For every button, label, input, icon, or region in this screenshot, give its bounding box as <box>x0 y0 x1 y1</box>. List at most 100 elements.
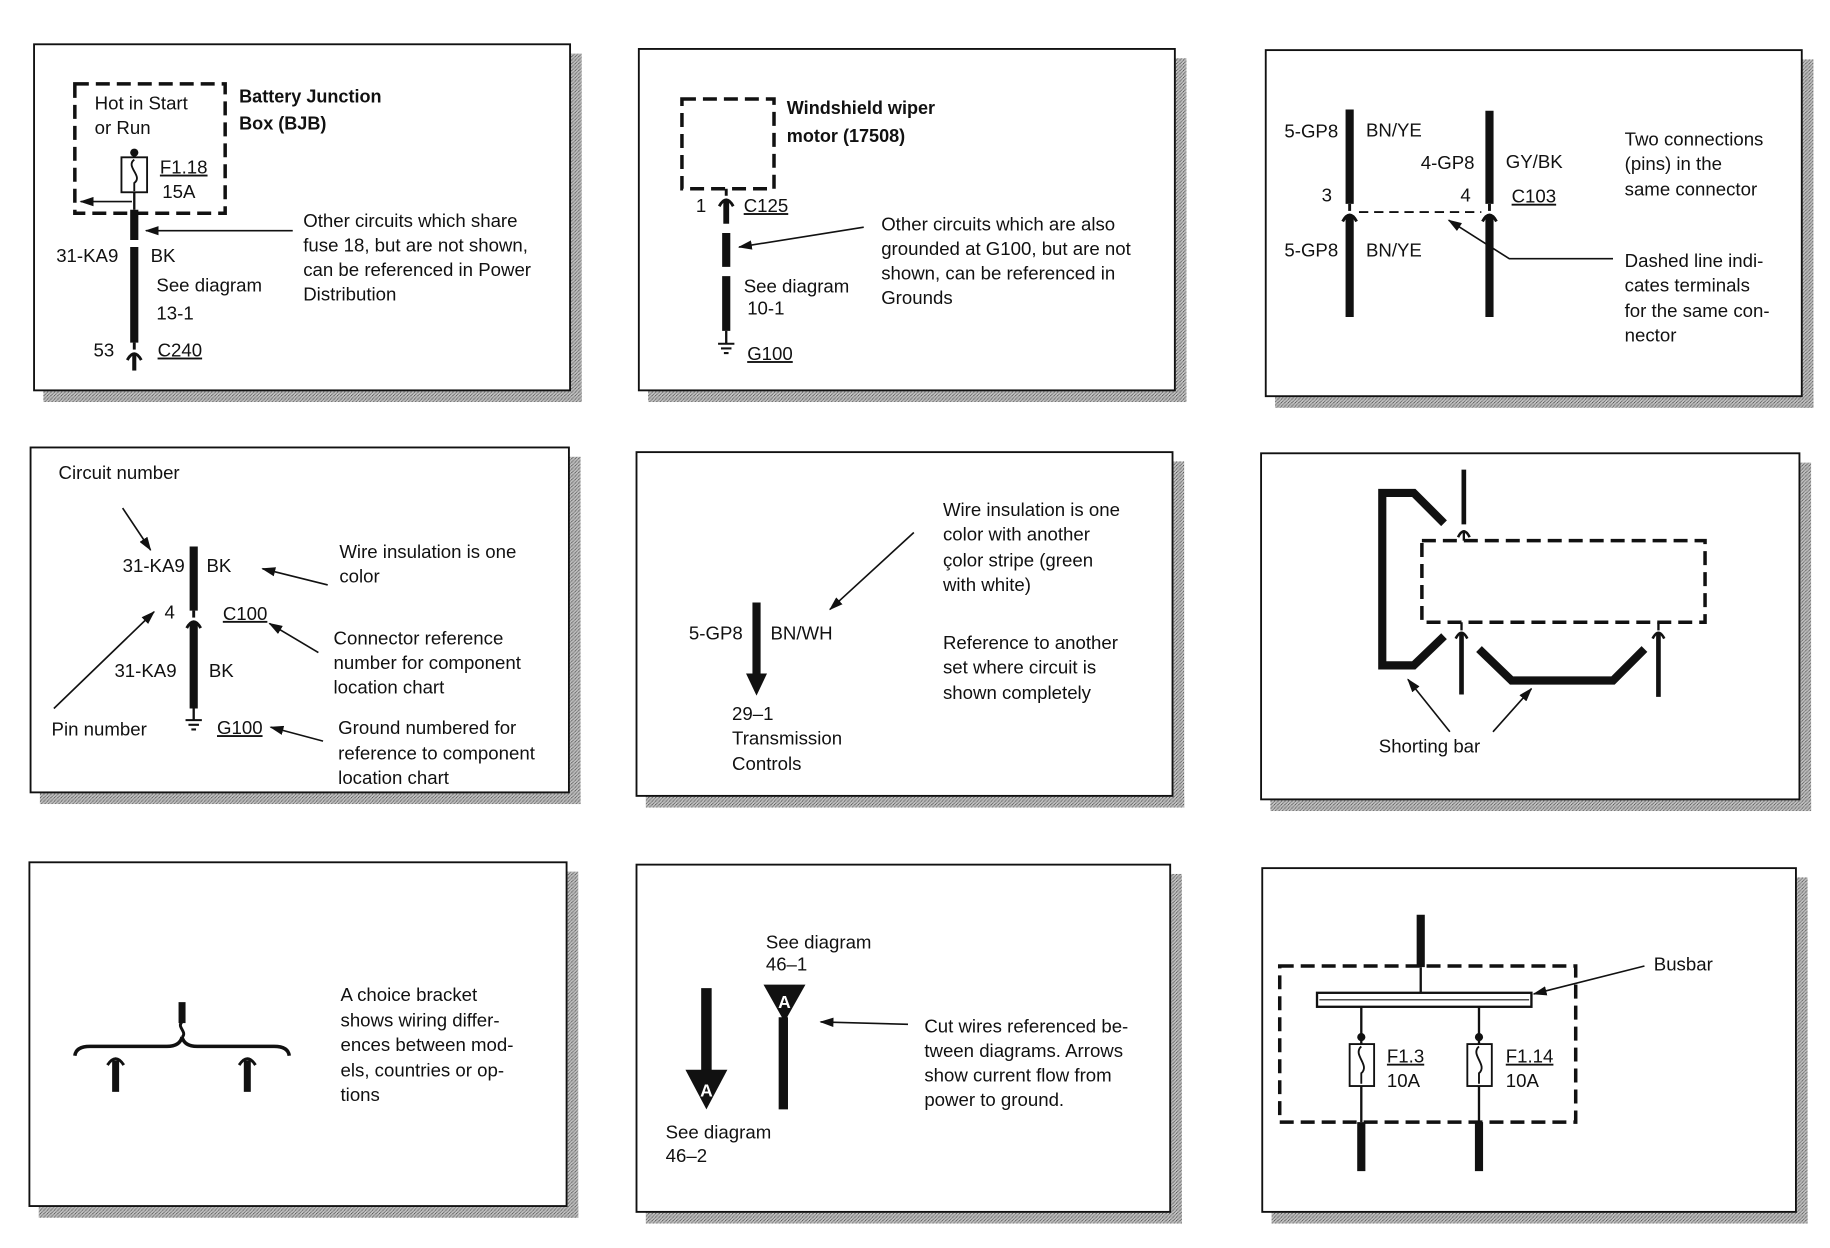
two-connections-note-line-2: (pins) in the <box>1625 153 1722 174</box>
stripe-note-line-1: Wire insulation is one <box>943 499 1120 520</box>
dashed-line-note-line-1: Dashed line indi- <box>1625 250 1764 271</box>
insulation-note-line-2: color <box>339 566 379 587</box>
lower-circuit-number: 31-KA9 <box>114 660 176 681</box>
motor-note-line-1: Other circuits which are also <box>881 214 1115 235</box>
panel-busbar: F1.3 10A F1.14 10A Busbar <box>1261 867 1808 1224</box>
upper-left-circuit: 5-GP8 <box>1284 121 1338 142</box>
motor-note-line-4: Grounds <box>881 287 952 308</box>
panel-frame <box>1261 867 1797 1213</box>
panel-shadow-right <box>568 456 581 805</box>
fuse-icon <box>120 148 149 210</box>
panel-shadow-right <box>1172 461 1185 808</box>
cut-marker-left: A <box>700 1081 713 1101</box>
bjb-note-line-3: can be referenced in Power <box>303 259 531 280</box>
lower-wire-color: BK <box>209 660 234 681</box>
stripe-reference-line-1: 29–1 <box>732 703 773 724</box>
motor-title-line-1: Windshield wiper <box>787 98 935 118</box>
stripe-reference-line-3: Controls <box>732 753 801 774</box>
stripe-note-line-2: color with another <box>943 524 1090 545</box>
motor-title-line-2: motor (17508) <box>787 126 905 146</box>
shorting-bar-arrow-right <box>1492 687 1533 733</box>
bjb-title-line-1: Battery Junction <box>239 87 381 107</box>
panel-shadow-right <box>1801 59 1814 408</box>
right-wire <box>1481 110 1498 317</box>
panel-shadow-bottom <box>43 390 582 403</box>
choice-note-line-4: els, countries or op- <box>341 1060 505 1081</box>
choice-note-line-2: shows wiring differ- <box>341 1010 500 1031</box>
bjb-reference-line-1: See diagram <box>156 274 262 295</box>
two-connections-note-line-1: Two connections <box>1625 129 1764 150</box>
motor-note-arrow <box>737 226 864 250</box>
fuse-node-dot <box>1357 1033 1366 1042</box>
connector-cup-icon <box>717 198 735 207</box>
panel-shadow-right <box>1170 873 1182 1224</box>
bracket-hook-left <box>106 1057 126 1066</box>
connector-note-line-2: number for component <box>334 652 522 673</box>
upper-right-color: GY/BK <box>1506 151 1564 172</box>
stripe-note-line-4: with white) <box>942 574 1031 595</box>
choice-note-line-3: ences between mod- <box>341 1034 514 1055</box>
bjb-note-line-4: Distribution <box>303 284 396 305</box>
connector-cup-icon <box>1481 213 1498 223</box>
bjb-fuse-rating: 15A <box>162 181 196 202</box>
component-dashed-box <box>1420 538 1707 625</box>
shorting-bar-left-bracket <box>1378 488 1447 670</box>
motor-wire <box>717 188 735 355</box>
stripe-note-line-3: çolor stripe (green <box>943 549 1093 570</box>
bjb-connector: C240 <box>158 340 203 361</box>
motor-note-line-2: grounded at G100, but are not <box>881 238 1131 259</box>
upper-circuit-number: 31-KA9 <box>123 555 185 576</box>
fuse-right-id: F1.14 <box>1506 1046 1554 1067</box>
shorting-bar-label: Shorting bar <box>1379 736 1480 757</box>
pin-number-value: 4 <box>165 602 175 623</box>
right-reference-line-1: See diagram <box>766 932 872 953</box>
panel-frame <box>1264 49 1803 398</box>
circuit-number-label: Circuit number <box>59 462 180 483</box>
cut-arrow-triangle-icon <box>763 984 806 1022</box>
busbar-arrow <box>1532 965 1645 996</box>
bjb-pin-number: 53 <box>93 340 114 361</box>
ground-note-arrow <box>269 725 324 742</box>
panel-shadow-bottom <box>1271 1211 1808 1224</box>
continuation-arrow-icon <box>746 602 768 696</box>
panel-battery-junction-box: Hot in Start or Run Battery Junction Box… <box>33 43 582 403</box>
shorting-bar-arrow-left <box>1407 678 1451 733</box>
busbar-label: Busbar <box>1654 954 1713 975</box>
cut-wire-outgoing: A <box>685 988 728 1110</box>
cut-wires-note-line-2: tween diagrams. Arrows <box>924 1040 1123 1061</box>
bjb-box-label-line-1: Hot in Start <box>95 93 189 114</box>
cut-wires-note-line-3: show current flow from <box>924 1064 1111 1085</box>
insulation-note-line-1: Wire insulation is one <box>339 541 516 562</box>
fuse-left-id: F1.3 <box>1387 1046 1424 1067</box>
panel-frame <box>1260 452 1801 801</box>
choice-bracket-icon <box>73 1002 291 1092</box>
connector-note-arrow <box>268 622 319 654</box>
connector-reference: C100 <box>223 603 268 624</box>
connector-note-line-1: Connector reference <box>334 627 504 648</box>
fuse-left-rating: 10A <box>1387 1070 1421 1091</box>
fuse-element <box>130 158 138 192</box>
panel-shadow-bottom <box>645 795 1185 808</box>
arrowhead-down <box>746 673 768 696</box>
pin-number-arrow <box>53 610 155 710</box>
fuse-box-dashed-outline <box>1277 964 1578 1124</box>
ground-reference: G100 <box>217 717 263 738</box>
panel-frame <box>635 451 1174 797</box>
panel-shadow-bottom <box>38 1206 579 1218</box>
two-connections-note-line-3: same connector <box>1625 179 1758 200</box>
connector-cup-icon <box>126 352 143 361</box>
panel-choice-bracket: A choice bracket shows wiring differ- en… <box>28 861 579 1218</box>
upper-right-circuit: 4-GP8 <box>1421 152 1475 173</box>
panel-shadow-bottom <box>39 792 581 805</box>
left-reference-line-1: See diagram <box>666 1121 772 1142</box>
cut-marker-right: A <box>778 992 791 1012</box>
bjb-note-line-1: Other circuits which share <box>303 210 517 231</box>
choice-note-line-1: A choice bracket <box>341 984 478 1005</box>
fuse-icon <box>1348 1006 1376 1172</box>
circuit-number-arrow <box>121 507 152 551</box>
panel-shadow-bottom <box>648 390 1187 403</box>
left-pin-number: 3 <box>1322 185 1332 206</box>
bracket-hook-right <box>237 1057 257 1066</box>
bjb-title-line-2: Box (BJB) <box>239 113 326 133</box>
